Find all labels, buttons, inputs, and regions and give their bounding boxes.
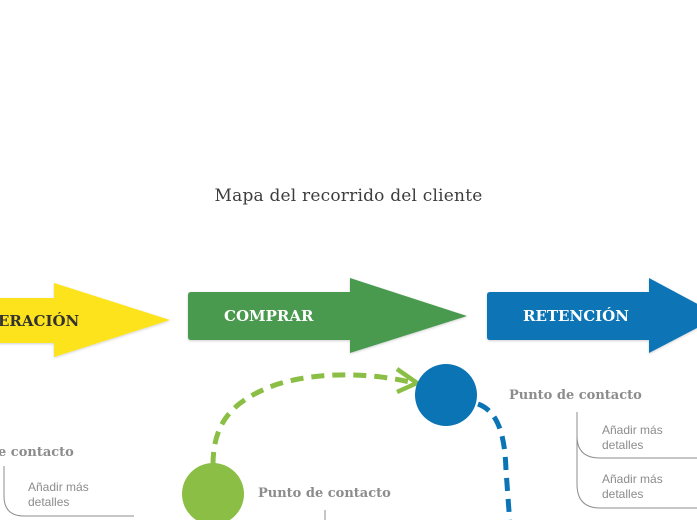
stage-label-buy: COMPRAR [224,307,314,325]
touchpoint-label-left[interactable]: e contacto [0,445,74,460]
detail-left-1[interactable]: Añadir más detalles [28,480,89,509]
detail-retention-1[interactable]: Añadir más detalles [602,423,663,452]
stage-label-retention: RETENCIÓN [523,307,629,325]
connector-blue-dashed [476,401,513,520]
detail-bracket-retention-2 [576,436,697,509]
detail-bracket-left [3,466,134,517]
map-title: Mapa del recorrido del cliente [214,186,483,206]
connector-green-arrowhead [395,367,422,395]
node-blue[interactable] [415,364,477,426]
connector-green-dashed [210,372,411,466]
detail-retention-2[interactable]: Añadir más detalles [602,472,663,501]
touchpoint-label-buy[interactable]: Punto de contacto [258,486,391,501]
node-green[interactable] [182,463,244,520]
stage-label-consideration: ERACIÓN [0,312,80,330]
stage-arrow-consideration[interactable] [0,283,170,357]
stage-arrow-buy[interactable] [188,278,467,353]
stage-arrow-retention[interactable] [487,278,697,353]
touchpoint-label-retention[interactable]: Punto de contacto [509,388,642,403]
